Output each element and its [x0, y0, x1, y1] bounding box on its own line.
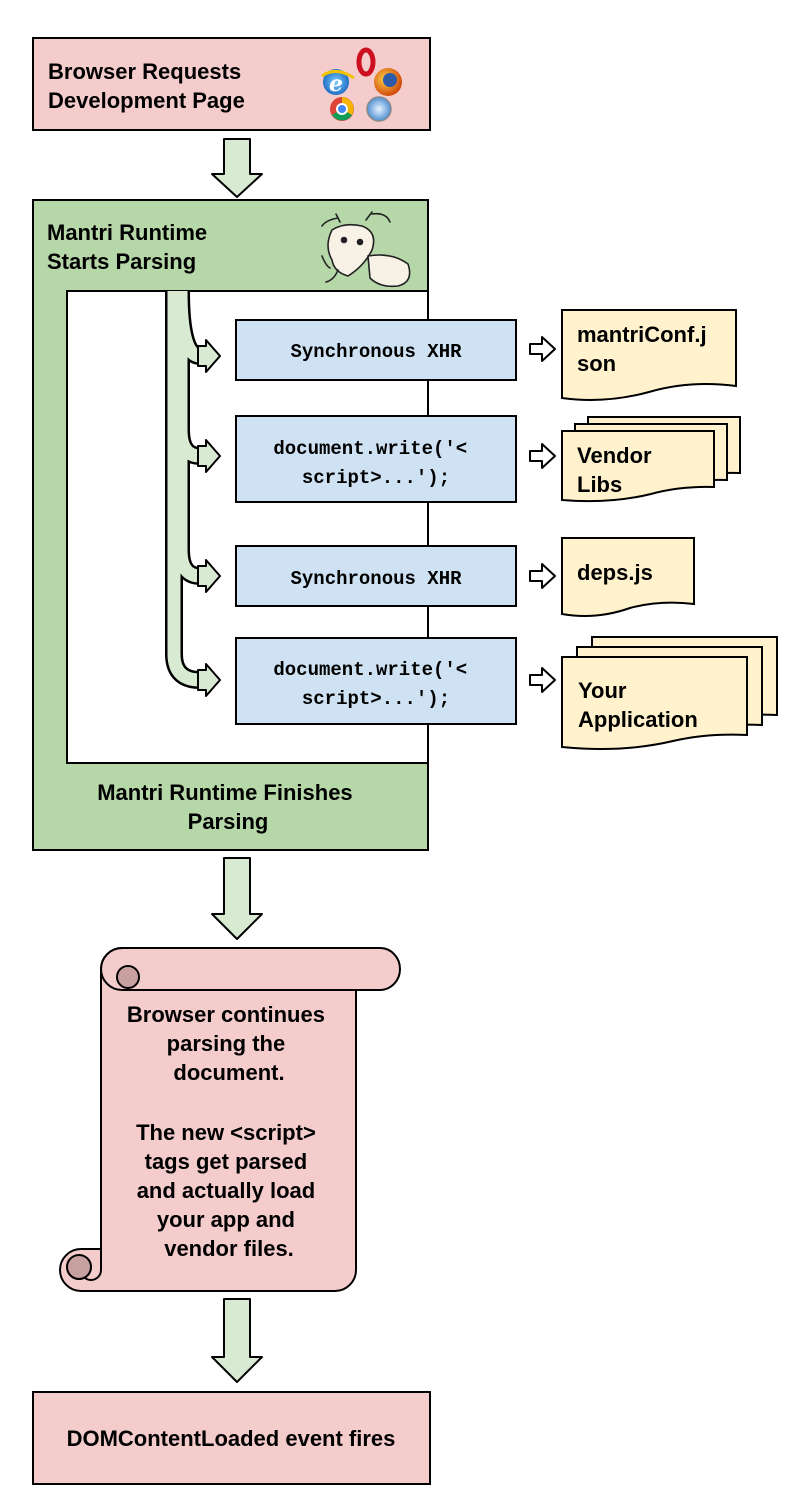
step-4-target-label: Your Application [578, 678, 698, 732]
step-1-target-doc [561, 309, 737, 401]
svg-text:e: e [329, 71, 343, 97]
step-1-action-label: Synchronous XHR [290, 341, 462, 363]
step-2: document.write('< script>...'); Vendor L… [235, 415, 741, 503]
browser-continues-scroll: Browser continues parsing the document. … [59, 947, 401, 1292]
scroll-text-2: The new <script> tags get parsed and act… [136, 1120, 322, 1261]
flow-arrow-2 [211, 857, 263, 940]
browser-logos-icon: e [321, 47, 402, 122]
step-3-target-label: deps.js [577, 560, 653, 585]
step-4-action-label: document.write('< script>...'); [273, 659, 478, 710]
step-4: document.write('< script>...'); Your App… [235, 636, 778, 750]
step-4-action-box [235, 637, 517, 725]
step-2-action-box [235, 415, 517, 503]
scroll-text-1: Browser continues parsing the document. [127, 1002, 331, 1085]
step-3-action-label: Synchronous XHR [290, 568, 462, 590]
browser-requests-label: Browser Requests Development Page [48, 59, 247, 113]
step-1: Synchronous XHR mantriConf.j son [235, 309, 737, 401]
step-3-action-box [235, 545, 517, 607]
step-3-arrow [529, 563, 556, 589]
branch-connector [165, 290, 221, 697]
step-4-target-doc [561, 656, 748, 750]
mantri-starts-label: Mantri Runtime Starts Parsing [47, 220, 213, 274]
dom-content-loaded-box [32, 1391, 431, 1485]
flow-arrow-3 [211, 1298, 263, 1383]
step-1-action-box [235, 319, 517, 381]
step-1-target-label: mantriConf.j son [577, 322, 713, 376]
step-2-target-doc [561, 430, 715, 503]
step-2-action-label: document.write('< script>...'); [273, 438, 478, 489]
goat-mascot-icon [321, 211, 411, 288]
flow-arrow-1 [211, 138, 263, 198]
mantri-frame [32, 199, 429, 851]
step-2-target-label: Vendor Libs [577, 443, 658, 497]
step-4-arrow [529, 667, 556, 693]
step-3: Synchronous XHR deps.js [235, 537, 695, 617]
dom-content-loaded-label: DOMContentLoaded event fires [67, 1426, 396, 1451]
step-1-arrow [529, 336, 556, 362]
step-2-arrow [529, 443, 556, 469]
mantri-finishes-label: Mantri Runtime Finishes Parsing [97, 780, 359, 834]
step-3-target-doc [561, 537, 695, 617]
